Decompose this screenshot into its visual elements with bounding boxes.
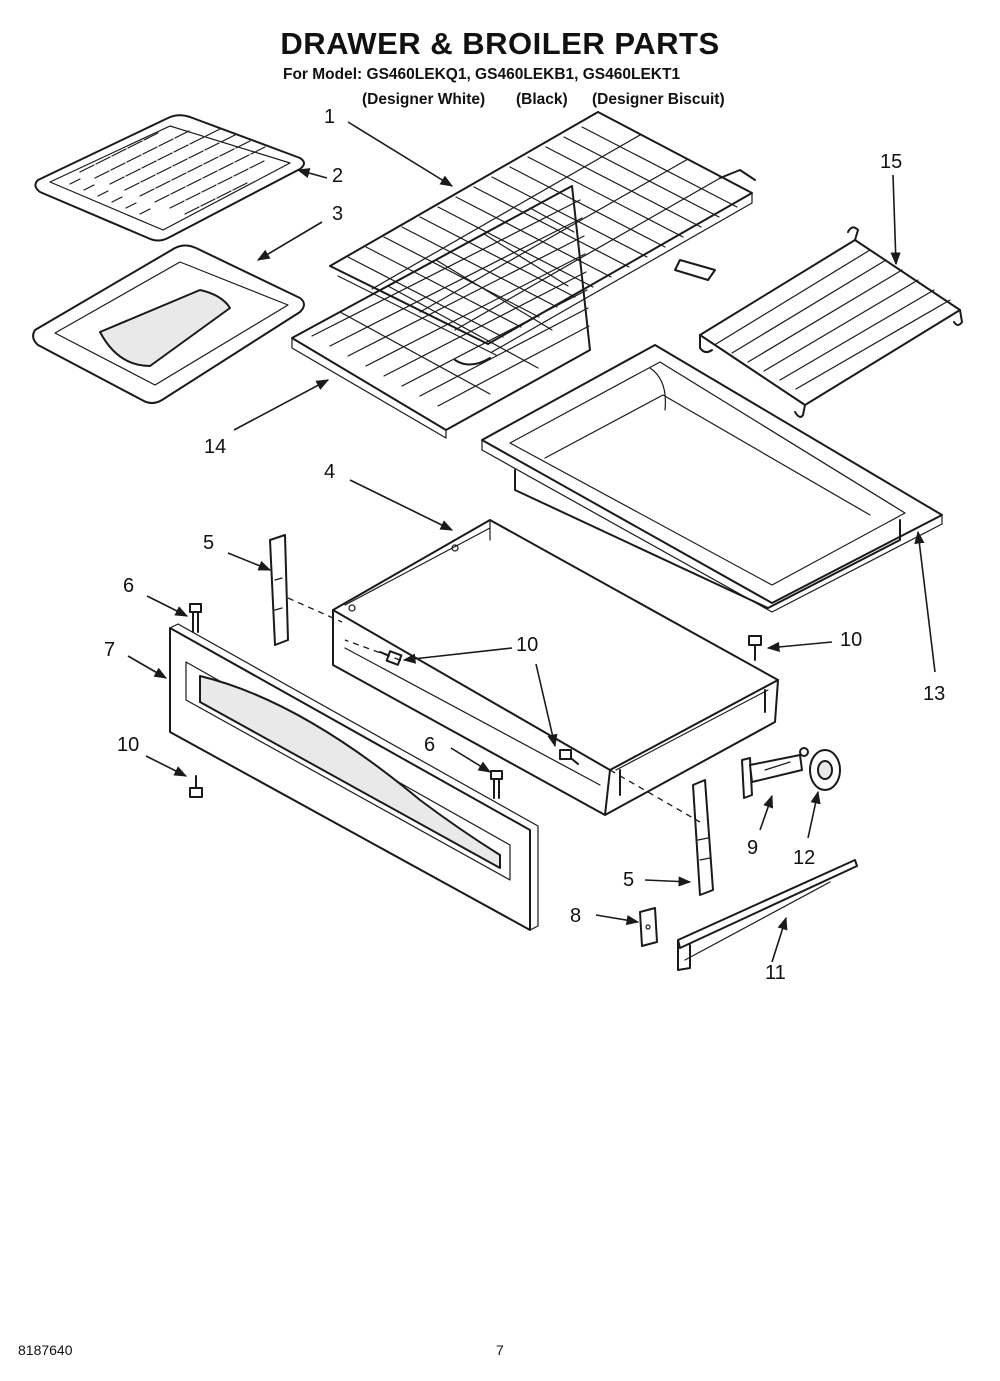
callout-12: 12	[793, 847, 816, 869]
screw-6b-part	[490, 770, 503, 799]
variant-black: (Black)	[516, 91, 568, 108]
callout-5a: 5	[203, 532, 215, 554]
variant-designer-white: (Designer White)	[362, 91, 486, 108]
screw-10a-part	[379, 650, 403, 666]
models-line: For Model: GS460LEKQ1, GS460LEKB1, GS460…	[283, 66, 681, 83]
callout-5b: 5	[623, 869, 635, 891]
callout-8: 8	[570, 905, 582, 927]
clip-part	[639, 907, 658, 947]
screw-6a-part	[189, 603, 202, 633]
drawer-glide-left-part	[269, 534, 289, 646]
screw-10d-part	[189, 775, 203, 798]
callout-13: 13	[923, 683, 946, 705]
callout-6a: 6	[123, 575, 135, 597]
drawer-body-part	[332, 519, 779, 816]
callout-10a: 10	[516, 634, 539, 656]
drawer-front-panel-part	[169, 623, 539, 931]
callout-3: 3	[332, 203, 344, 225]
callout-2: 2	[332, 165, 344, 187]
callout-11: 11	[765, 962, 786, 984]
drawer-liner-part	[481, 344, 943, 613]
page-title: DRAWER & BROILER PARTS	[280, 26, 720, 61]
page-number: 7	[496, 1342, 504, 1358]
document-number: 8187640	[18, 1342, 73, 1358]
callout-7: 7	[104, 639, 116, 661]
callout-15: 15	[880, 151, 903, 173]
callout-9: 9	[747, 837, 759, 859]
broiler-grid-part	[34, 114, 305, 242]
callout-10b: 10	[840, 629, 863, 651]
rail-part	[677, 859, 858, 971]
broiler-pan-part	[32, 244, 305, 404]
bracket-part	[741, 747, 809, 799]
callout-6b: 6	[424, 734, 436, 756]
variant-designer-biscuit: (Designer Biscuit)	[592, 91, 725, 108]
drawer-glide-right-part	[692, 779, 714, 896]
screw-10c-part	[559, 749, 579, 765]
screw-10b-part	[748, 635, 762, 661]
oven-rack-part	[329, 111, 756, 356]
broiler-rack-part	[291, 185, 591, 439]
callout-10d: 10	[117, 734, 140, 756]
callout-4: 4	[324, 461, 336, 483]
leader-lines	[127, 121, 936, 963]
small-rack-part	[699, 226, 963, 418]
roller-wheel-part	[809, 749, 841, 791]
callout-14: 14	[204, 436, 227, 458]
callout-1: 1	[324, 106, 336, 128]
